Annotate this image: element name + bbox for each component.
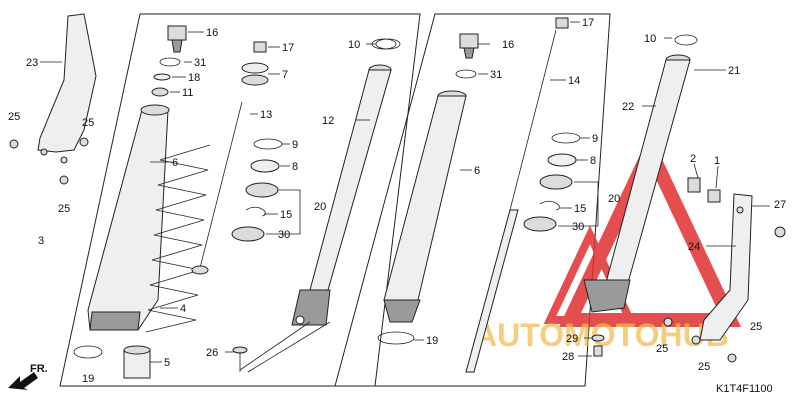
bolt-25-a [663,317,673,327]
slider-tube-left [291,64,392,326]
callout: 18 [188,72,200,84]
bolt-28 [593,345,603,357]
callout: 19 [426,335,438,347]
nut-17-right [555,17,569,29]
callout: 15 [574,203,586,215]
outer-tube-left [87,104,170,331]
guard-24 [699,193,753,341]
bolt-25-b [691,335,701,345]
callout: 16 [206,27,218,39]
callout: 25 [750,321,762,333]
clamp-2-1 [687,177,721,203]
callout: 14 [568,75,580,87]
fork-spring [145,144,211,333]
seal-20-right [539,174,573,190]
callout: 6 [172,157,178,169]
callout: 23 [26,57,38,69]
callout: 8 [590,155,596,167]
clip-9-right [551,132,581,144]
callout: 10 [644,33,656,45]
slide-bushing [123,345,151,379]
bolt-29 [591,334,605,342]
callout: 31 [194,57,206,69]
callout: 25 [82,117,94,129]
callout: 7 [282,69,288,81]
bolt-25-left-c [59,175,69,185]
clip-9-left [253,138,283,150]
callout: 29 [566,333,578,345]
callout: 22 [622,101,634,113]
seal-ring-right [377,331,415,345]
nut-17-left [253,41,267,53]
callout: 25 [8,111,20,123]
bolt-27 [774,226,786,238]
callout: 12 [322,115,334,127]
callout: 13 [260,109,272,121]
washer-8-right [547,153,577,167]
seal-ring-left [73,345,103,359]
callout: 19 [82,373,94,385]
inner-rod-right [465,209,519,373]
diagram-code: K1T4F1100 [716,383,773,395]
callout: 24 [688,241,700,253]
callout: 25 [58,203,70,215]
collar-10-far-right [674,34,698,46]
callout: 5 [164,357,170,369]
callout: 9 [292,139,298,151]
clip-15-right [539,200,560,211]
callout: 21 [728,65,740,77]
cap-bolt-left [167,25,187,53]
callout: 17 [282,42,294,54]
callout: 16 [502,39,514,51]
callout: 11 [182,87,193,99]
o-ring-31-left [159,57,181,67]
seal-20-left [245,182,279,198]
callout: 17 [582,17,594,29]
callout: 10 [348,39,360,51]
callout: 20 [314,201,326,213]
bolt-26 [232,346,248,372]
callout: 20 [608,193,620,205]
callout: 27 [774,199,786,211]
callout: 4 [180,303,186,315]
bolt-25-c [727,353,737,363]
leader-lines [40,21,770,363]
callout: 3 [38,235,44,247]
bolt-25-left-b [79,137,89,147]
fork-guard-23 [37,13,97,164]
direction-label: FR. [30,363,48,375]
callout: 15 [280,209,292,221]
callout: 30 [278,229,290,241]
front-direction-arrow: FR. [8,363,48,390]
callout: 25 [656,343,668,355]
callout: 25 [698,361,710,373]
damper-rod-13 [191,101,243,275]
ring-11 [151,87,169,97]
rod-14 [509,29,557,211]
callout: 30 [572,221,584,233]
o-ring-31-right [455,69,477,79]
dust-seal-30-left [231,226,265,242]
callout: 8 [292,161,298,173]
cap-bolt-right [459,33,479,59]
callout: 6 [474,165,480,177]
callout: 31 [490,69,502,81]
callout: 2 [690,153,696,165]
dust-seal-30-right [523,216,557,232]
washer-8-left [250,159,280,173]
callout: 28 [562,351,574,363]
callout: 1 [714,155,720,167]
outer-tube-right [383,90,467,323]
washer-18 [153,73,171,81]
callout: 9 [592,133,598,145]
callout-labels: 23 25 25 25 3 6 4 5 19 16 31 18 11 17 7 … [8,17,786,395]
callout: 26 [206,347,218,359]
slider-tube-right [583,54,691,313]
clip-15-left [245,206,266,217]
spring-seat-7 [241,62,269,86]
right-assembly-box [334,13,611,387]
bolt-25-left-a [9,139,19,149]
